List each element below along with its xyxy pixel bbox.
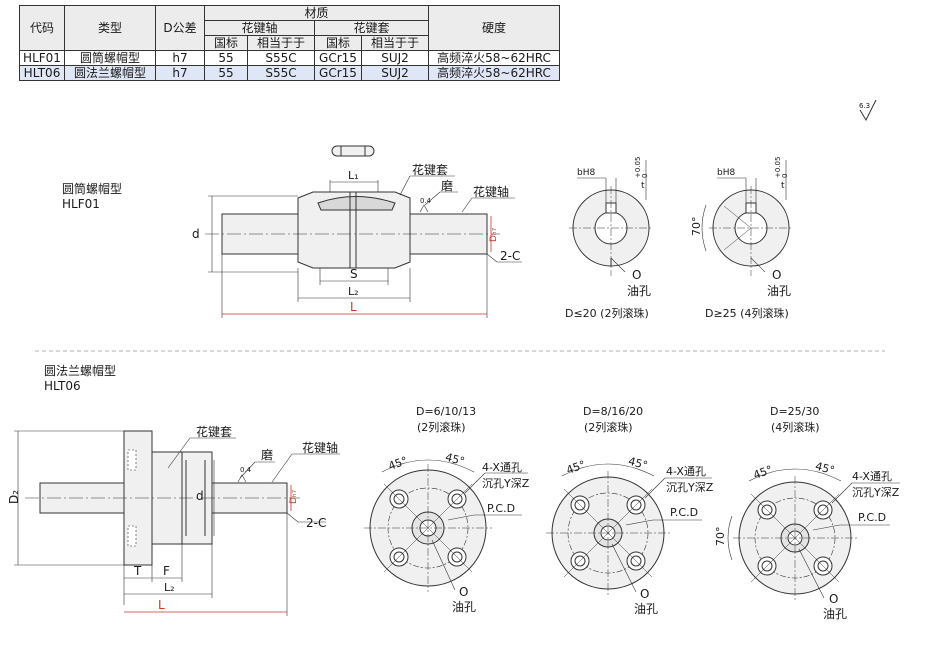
svg-text:70°: 70° bbox=[690, 217, 703, 237]
svg-text:d: d bbox=[192, 227, 200, 241]
hlt06-side-view bbox=[14, 430, 340, 616]
svg-text:磨: 磨 bbox=[441, 179, 453, 193]
svg-text:L₂: L₂ bbox=[348, 285, 359, 298]
svg-text:+0.05: +0.05 bbox=[634, 157, 642, 178]
svg-text:d: d bbox=[196, 489, 204, 503]
svg-text:6.3: 6.3 bbox=[859, 102, 870, 110]
svg-text:45°: 45° bbox=[752, 463, 775, 482]
hlt06-title: 圆法兰螺帽型 bbox=[44, 363, 116, 378]
svg-text:油孔: 油孔 bbox=[627, 284, 651, 298]
svg-text:D₂: D₂ bbox=[7, 490, 21, 504]
svg-text:bH8: bH8 bbox=[717, 168, 735, 178]
hlf01-title: 圆筒螺帽型 bbox=[62, 181, 122, 196]
svg-text:4-X通孔: 4-X通孔 bbox=[852, 470, 892, 483]
svg-text:4-X通孔: 4-X通孔 bbox=[482, 461, 522, 474]
table-row: HLF01 圆筒螺帽型 h7 55 S55C GCr15 SUJ2 高频淬火58… bbox=[19, 50, 560, 66]
svg-text:45°: 45° bbox=[444, 451, 466, 469]
svg-text:磨: 磨 bbox=[261, 448, 273, 462]
hlf01-section-small bbox=[569, 160, 653, 276]
svg-text:S: S bbox=[350, 267, 358, 281]
svg-text:4-X通孔: 4-X通孔 bbox=[666, 465, 706, 478]
svg-text:F: F bbox=[163, 564, 170, 578]
col-code: 代码 bbox=[19, 5, 65, 51]
svg-text:O: O bbox=[829, 592, 838, 606]
svg-text:Dₕ₇: Dₕ₇ bbox=[289, 489, 299, 504]
col-sleeve-equiv: 相当于于 bbox=[361, 35, 429, 51]
svg-text:L: L bbox=[350, 300, 357, 314]
svg-text:沉孔Y深Z: 沉孔Y深Z bbox=[666, 481, 714, 494]
hlf01-section-large bbox=[701, 160, 793, 276]
svg-text:L: L bbox=[158, 598, 165, 612]
svg-text:+0.05: +0.05 bbox=[774, 157, 782, 178]
svg-text:花键轴: 花键轴 bbox=[473, 184, 509, 199]
svg-text:45°: 45° bbox=[565, 458, 588, 477]
svg-text:花键套: 花键套 bbox=[196, 424, 232, 439]
hlt06-flange-view-3 bbox=[727, 468, 900, 600]
hlt06-flange-view-1 bbox=[364, 459, 528, 592]
svg-text:45°: 45° bbox=[814, 460, 836, 478]
svg-text:沉孔Y深Z: 沉孔Y深Z bbox=[482, 477, 530, 490]
svg-text:花键套: 花键套 bbox=[412, 162, 448, 177]
svg-text:油孔: 油孔 bbox=[823, 607, 847, 621]
svg-text:T: T bbox=[133, 564, 142, 578]
svg-text:45°: 45° bbox=[387, 454, 410, 473]
svg-text:2-C: 2-C bbox=[306, 516, 326, 530]
svg-text:沉孔Y深Z: 沉孔Y深Z bbox=[852, 486, 900, 499]
svg-text:O: O bbox=[632, 268, 641, 282]
roughness-symbol: 6.3 bbox=[859, 99, 877, 122]
svg-text:t: t bbox=[641, 181, 645, 191]
svg-text:O: O bbox=[772, 268, 781, 282]
hlt06-code: HLT06 bbox=[44, 379, 81, 393]
svg-text:0: 0 bbox=[781, 174, 789, 178]
svg-text:油孔: 油孔 bbox=[634, 602, 658, 616]
col-sleeve: 花键套 bbox=[314, 20, 429, 36]
svg-text:70°: 70° bbox=[714, 527, 727, 547]
svg-text:油孔: 油孔 bbox=[767, 284, 791, 298]
col-shaft-gb: 国标 bbox=[204, 35, 248, 51]
svg-text:(4列滚珠): (4列滚珠) bbox=[771, 420, 820, 434]
svg-text:bH8: bH8 bbox=[577, 168, 595, 178]
svg-text:O: O bbox=[640, 587, 649, 601]
svg-text:O: O bbox=[459, 585, 468, 599]
col-hardness: 硬度 bbox=[428, 5, 560, 51]
svg-text:P.C.D: P.C.D bbox=[858, 511, 886, 524]
svg-text:(2列滚珠): (2列滚珠) bbox=[584, 420, 633, 434]
svg-text:L₂: L₂ bbox=[164, 581, 175, 594]
svg-text:45°: 45° bbox=[627, 455, 649, 473]
svg-text:D=8/16/20: D=8/16/20 bbox=[583, 405, 643, 418]
hlt06-flange-view-2 bbox=[546, 463, 712, 595]
material-spec-table: 代码 类型 D公差 材质 硬度 花键轴 花键套 国标 相当于于 国标 相当于于 … bbox=[19, 5, 560, 81]
svg-text:D≤20 (2列滚珠): D≤20 (2列滚珠) bbox=[565, 306, 649, 320]
svg-text:0.4: 0.4 bbox=[420, 197, 432, 205]
svg-text:0.4: 0.4 bbox=[240, 466, 252, 474]
table-row: HLT06 圆法兰螺帽型 h7 55 S55C GCr15 SUJ2 高频淬火5… bbox=[19, 65, 560, 81]
svg-text:Dₕ₇: Dₕ₇ bbox=[489, 227, 499, 242]
svg-text:2-C: 2-C bbox=[500, 249, 520, 263]
hlf01-code: HLF01 bbox=[62, 197, 100, 211]
svg-text:0: 0 bbox=[641, 174, 649, 178]
hlf01-side-view bbox=[205, 145, 522, 318]
svg-text:D=25/30: D=25/30 bbox=[770, 405, 819, 418]
svg-text:油孔: 油孔 bbox=[452, 600, 476, 614]
svg-text:P.C.D: P.C.D bbox=[670, 506, 698, 519]
svg-text:L₁: L₁ bbox=[348, 169, 359, 182]
svg-text:P.C.D: P.C.D bbox=[487, 502, 515, 515]
svg-text:花键轴: 花键轴 bbox=[302, 440, 338, 455]
svg-text:(2列滚珠): (2列滚珠) bbox=[417, 420, 466, 434]
svg-text:D=6/10/13: D=6/10/13 bbox=[416, 405, 476, 418]
svg-text:t: t bbox=[781, 181, 785, 191]
svg-text:D≥25 (4列滚珠): D≥25 (4列滚珠) bbox=[705, 306, 789, 320]
